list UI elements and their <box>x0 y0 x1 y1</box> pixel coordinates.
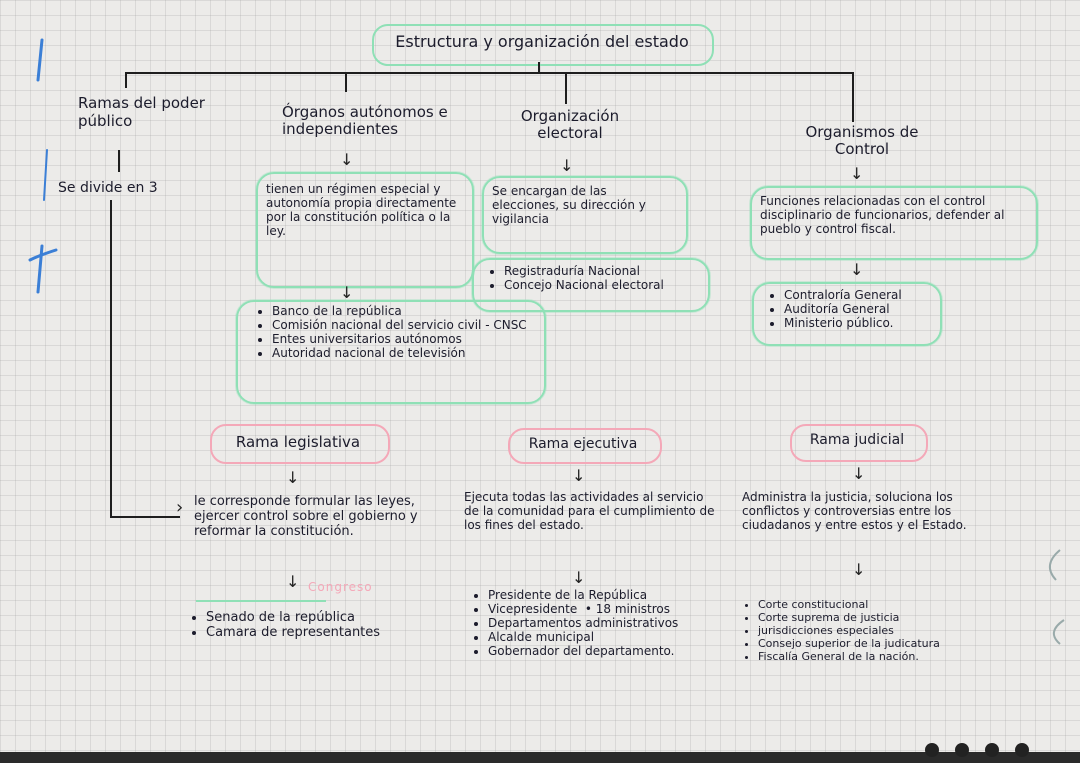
list-item: Ministerio público. <box>784 316 950 330</box>
organos-arrow: ↓ <box>340 283 354 302</box>
list-item: Contraloría General <box>784 288 950 302</box>
margin-pen-marks <box>28 38 58 294</box>
control-list: Contraloría General Auditoría General Mi… <box>770 288 950 330</box>
list-item: Banco de la república <box>272 304 552 318</box>
stem-4 <box>852 72 854 122</box>
legislativa-arrow-2: ↓ <box>286 572 300 591</box>
branch3-arrow: ↓ <box>560 156 574 175</box>
divide-vertical <box>110 200 112 518</box>
electoral-desc-cloud <box>482 176 688 254</box>
page-title: Estructura y organización del estado <box>395 32 689 51</box>
electoral-list: Registraduría Nacional Concejo Nacional … <box>490 264 714 292</box>
divide-horizontal <box>110 516 180 518</box>
spiral-rings <box>925 743 1029 757</box>
list-item: Corte constitucional <box>758 598 1018 611</box>
list-item: Auditoría General <box>784 302 950 316</box>
ejecutiva-arrow-2: ↓ <box>572 568 586 587</box>
list-item: Corte suprema de justicia <box>758 611 1018 624</box>
list-item: Gobernador del departamento. <box>488 644 748 658</box>
legislativa-description: le corresponde formular las leyes, ejerc… <box>194 494 418 539</box>
control-list-cloud <box>752 282 942 346</box>
list-item: jurisdicciones especiales <box>758 624 1018 637</box>
list-item: Registraduría Nacional <box>504 264 714 278</box>
list-item: Camara de representantes <box>206 625 456 640</box>
branch4-arrow: ↓ <box>850 164 864 183</box>
stem-3 <box>565 72 567 104</box>
judicial-arrow-2: ↓ <box>852 560 866 579</box>
title-cloud <box>372 24 714 66</box>
list-item: Autoridad nacional de televisión <box>272 346 552 360</box>
rama-legislativa-label: Rama legislativa <box>235 433 361 451</box>
rama-ejecutiva-label: Rama ejecutiva <box>528 436 638 452</box>
branch-label-organos: Órganos autónomos e independientes <box>282 103 448 138</box>
branch2-arrow: ↓ <box>340 150 354 169</box>
branch-label-electoral: Organización electoral <box>520 107 620 142</box>
organos-desc-cloud <box>256 172 474 288</box>
list-item: Departamentos administrativos <box>488 616 748 630</box>
branch1-stem <box>118 150 120 172</box>
organos-description: tienen un régimen especial y autonomía p… <box>266 182 457 238</box>
rama-judicial-label: Rama judicial <box>809 432 905 448</box>
branch-label-ramas: Ramas del poder público <box>78 94 205 130</box>
control-description: Funciones relacionadas con el control di… <box>760 194 1005 236</box>
stem-2 <box>345 72 347 92</box>
organos-list-cloud <box>236 300 546 404</box>
electoral-list-cloud <box>472 258 710 312</box>
congreso-label: Congreso <box>308 580 373 594</box>
list-item: Alcalde municipal <box>488 630 748 644</box>
legislativa-cloud <box>210 424 390 464</box>
stem-1 <box>125 72 127 88</box>
judicial-description: Administra la justicia, soluciona los co… <box>742 490 967 532</box>
list-item: Entes universitarios autónomos <box>272 332 552 346</box>
judicial-cloud <box>790 424 928 462</box>
title-stem <box>538 62 540 74</box>
judicial-list: Corte constitucional Corte suprema de ju… <box>744 598 1018 663</box>
ejecutiva-arrow: ↓ <box>572 466 586 485</box>
divide-arrow: › <box>176 497 184 518</box>
legislativa-list: Senado de la república Camara de represe… <box>192 610 456 640</box>
judicial-arrow: ↓ <box>852 464 866 483</box>
organos-list: Banco de la república Comisión nacional … <box>258 304 552 360</box>
notebook-bottom-edge <box>0 752 1080 763</box>
legislativa-arrow: ↓ <box>286 468 300 487</box>
branch-note-divide: Se divide en 3 <box>58 180 158 196</box>
ejecutiva-cloud <box>508 428 662 464</box>
list-item: Consejo superior de la judicatura <box>758 637 1018 650</box>
control-desc-cloud <box>750 186 1038 260</box>
electoral-description: Se encargan de las elecciones, su direcc… <box>492 184 646 226</box>
main-horizontal <box>125 72 853 74</box>
right-edge-curl <box>1049 549 1065 645</box>
list-item: Senado de la república <box>206 610 456 625</box>
ejecutiva-description: Ejecuta todas las actividades al servici… <box>464 490 715 532</box>
list-item: Concejo Nacional electoral <box>504 278 714 292</box>
control-arrow: ↓ <box>850 260 864 279</box>
list-item: Fiscalía General de la nación. <box>758 650 1018 663</box>
ejecutiva-list: Presidente de la República Vicepresident… <box>474 588 748 658</box>
list-item: Vicepresidente • 18 ministros <box>488 602 748 616</box>
branch-label-control: Organismos de Control <box>805 123 919 158</box>
list-item: Presidente de la República <box>488 588 748 602</box>
congreso-underline <box>196 600 326 602</box>
list-item: Comisión nacional del servicio civil - C… <box>272 318 552 332</box>
